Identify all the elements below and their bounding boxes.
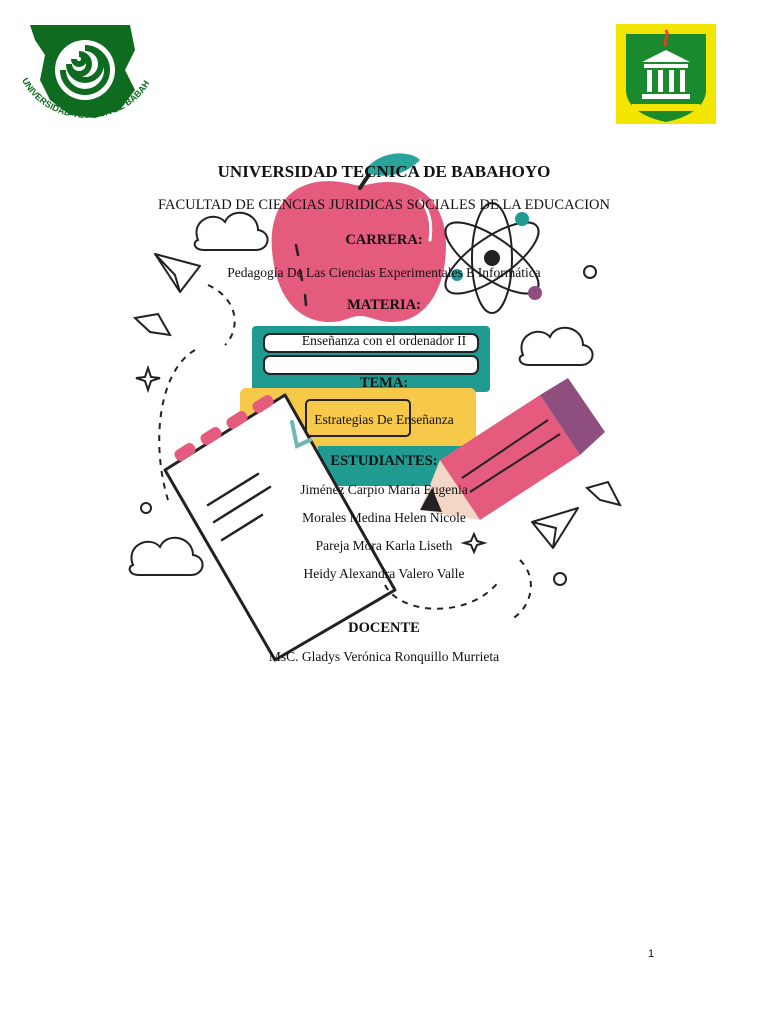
faculty-name: FACULTAD DE CIENCIAS JURIDICAS SOCIALES …	[158, 197, 610, 213]
notebook-icon	[163, 393, 397, 662]
student-name: Pareja Mora Karla Liseth	[315, 538, 453, 553]
university-title: UNIVERSIDAD TECNICA DE BABAHOYO	[217, 162, 551, 181]
doodle-shapes	[132, 265, 622, 586]
doodle-dashed-paths	[158, 284, 532, 621]
atom-icon	[444, 202, 542, 314]
teacher-label: DOCENTE	[348, 620, 420, 636]
teacher-name: MsC. Gladys Verónica Ronquillo Murrieta	[268, 649, 500, 664]
faculty-crest-icon	[616, 24, 716, 124]
doodle-paper-planes	[154, 253, 579, 549]
university-seal-spiral-icon	[30, 25, 135, 118]
topic-label: TEMA:	[359, 375, 409, 391]
students-label: ESTUDIANTES:	[330, 453, 438, 469]
topic-value: Estrategias De Enseñanza	[314, 412, 454, 427]
career-value: Pedagogía De Las Ciencias Experimentales…	[227, 265, 541, 280]
apple-icon	[271, 153, 446, 322]
student-name: Morales Medina Helen Nicole	[302, 510, 466, 525]
doodle-clouds	[128, 211, 594, 576]
pencil-icon	[420, 378, 605, 520]
university-seal-logo: UNIVERSIDAD TÉCNICA DE BABAHOYO	[10, 10, 151, 120]
student-name: Jiménez Carpio María Eugenia	[300, 482, 468, 497]
subject-label: MATERIA:	[347, 297, 421, 313]
student-name: Heidy Alexandra Valero Valle	[303, 566, 465, 581]
subject-value: Enseñanza con el ordenador II	[301, 333, 467, 348]
page-number: 1	[648, 948, 655, 960]
career-label: CARRERA:	[345, 232, 423, 248]
